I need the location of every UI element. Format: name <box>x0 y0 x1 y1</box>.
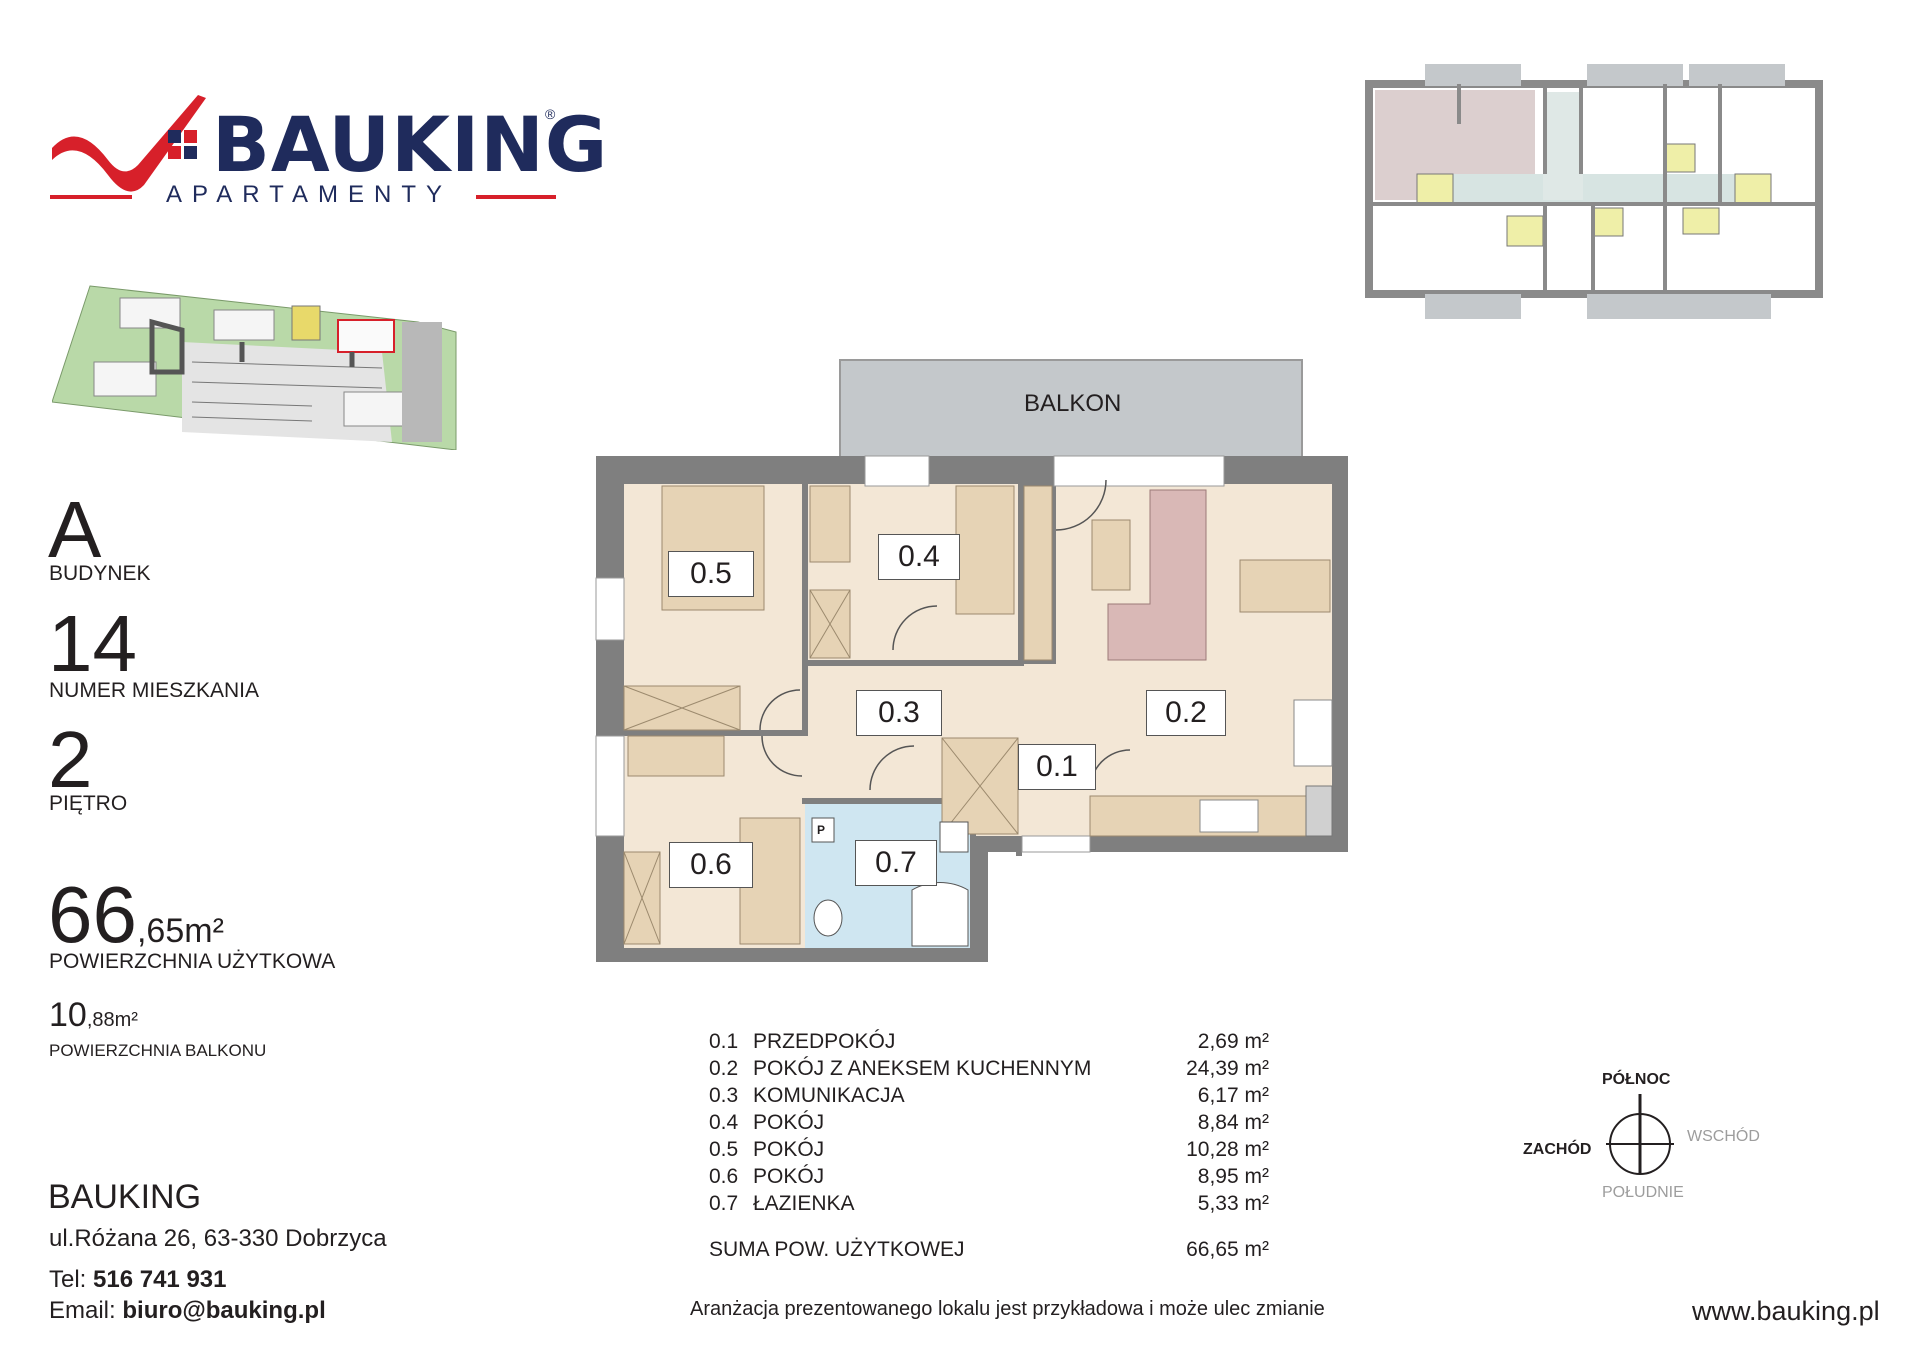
email: Email: biuro@bauking.pl <box>49 1297 326 1325</box>
usable-area-dec: ,65m² <box>136 912 224 950</box>
compass-icon <box>1606 1094 1674 1175</box>
floor-value: 2 <box>48 715 93 804</box>
room-label-0-7: 0.7 <box>855 840 937 886</box>
usable-area-int: 66 <box>48 870 137 959</box>
balcony-area-dec: ,88m² <box>86 1009 138 1031</box>
room-label-0-5: 0.5 <box>668 551 754 597</box>
company-name: BAUKING <box>48 1178 202 1216</box>
apartment-number-value: 14 <box>48 599 137 688</box>
balcony-area: 10,88m² <box>49 996 138 1035</box>
balcony-area-label: POWIERZCHNIA BALKONU <box>49 1041 267 1060</box>
balcony-area-int: 10 <box>49 996 87 1034</box>
floor-plan <box>595 359 1348 962</box>
room-label-0-4: 0.4 <box>878 534 960 580</box>
site-map <box>52 285 457 450</box>
phone-number[interactable]: 516 741 931 <box>93 1266 227 1293</box>
balcony-label: BALKON <box>1024 390 1122 417</box>
compass-south: POŁUDNIE <box>1602 1184 1684 1201</box>
room-label-0-6: 0.6 <box>669 842 753 888</box>
email-label: Email: <box>49 1297 123 1324</box>
balcony-area-shape <box>839 359 1303 459</box>
brand-subtitle: APARTAMENTY <box>166 181 453 208</box>
website-link[interactable]: www.bauking.pl <box>1692 1296 1880 1326</box>
utility-p-sign: P <box>817 823 826 837</box>
compass-north: PÓŁNOC <box>1602 1071 1671 1088</box>
building-value: A <box>48 485 102 574</box>
room-label-0-1: 0.1 <box>1018 744 1096 790</box>
phone: Tel: 516 741 931 <box>49 1266 226 1294</box>
usable-area-label: POWIERZCHNIA UŻYTKOWA <box>49 950 336 973</box>
usable-area: 66,65m² <box>48 875 224 955</box>
room-label-0-3: 0.3 <box>856 690 942 736</box>
logo-checkmark-icon <box>52 95 206 192</box>
room-label-0-2: 0.2 <box>1146 690 1226 736</box>
building-label: BUDYNEK <box>49 562 151 585</box>
logo-graphic <box>50 95 556 199</box>
logo-underline-left <box>50 195 132 199</box>
brand-name: BAUKING <box>212 100 609 189</box>
compass-west: ZACHÓD <box>1523 1141 1592 1158</box>
company-address: ul.Różana 26, 63-330 Dobrzyca <box>49 1225 387 1252</box>
disclaimer: Aranżacja prezentowanego lokalu jest prz… <box>690 1298 1325 1320</box>
compass-east: WSCHÓD <box>1687 1128 1760 1145</box>
floor-label: PIĘTRO <box>49 792 128 815</box>
email-address[interactable]: biuro@bauking.pl <box>122 1297 326 1324</box>
floor-overview-plan <box>1365 64 1823 319</box>
logo-underline-right <box>476 195 556 199</box>
brand-registered: ® <box>545 106 556 122</box>
apartment-number-label: NUMER MIESZKANIA <box>49 679 260 702</box>
logo-square-icon <box>168 130 181 143</box>
phone-label: Tel: <box>49 1266 94 1293</box>
